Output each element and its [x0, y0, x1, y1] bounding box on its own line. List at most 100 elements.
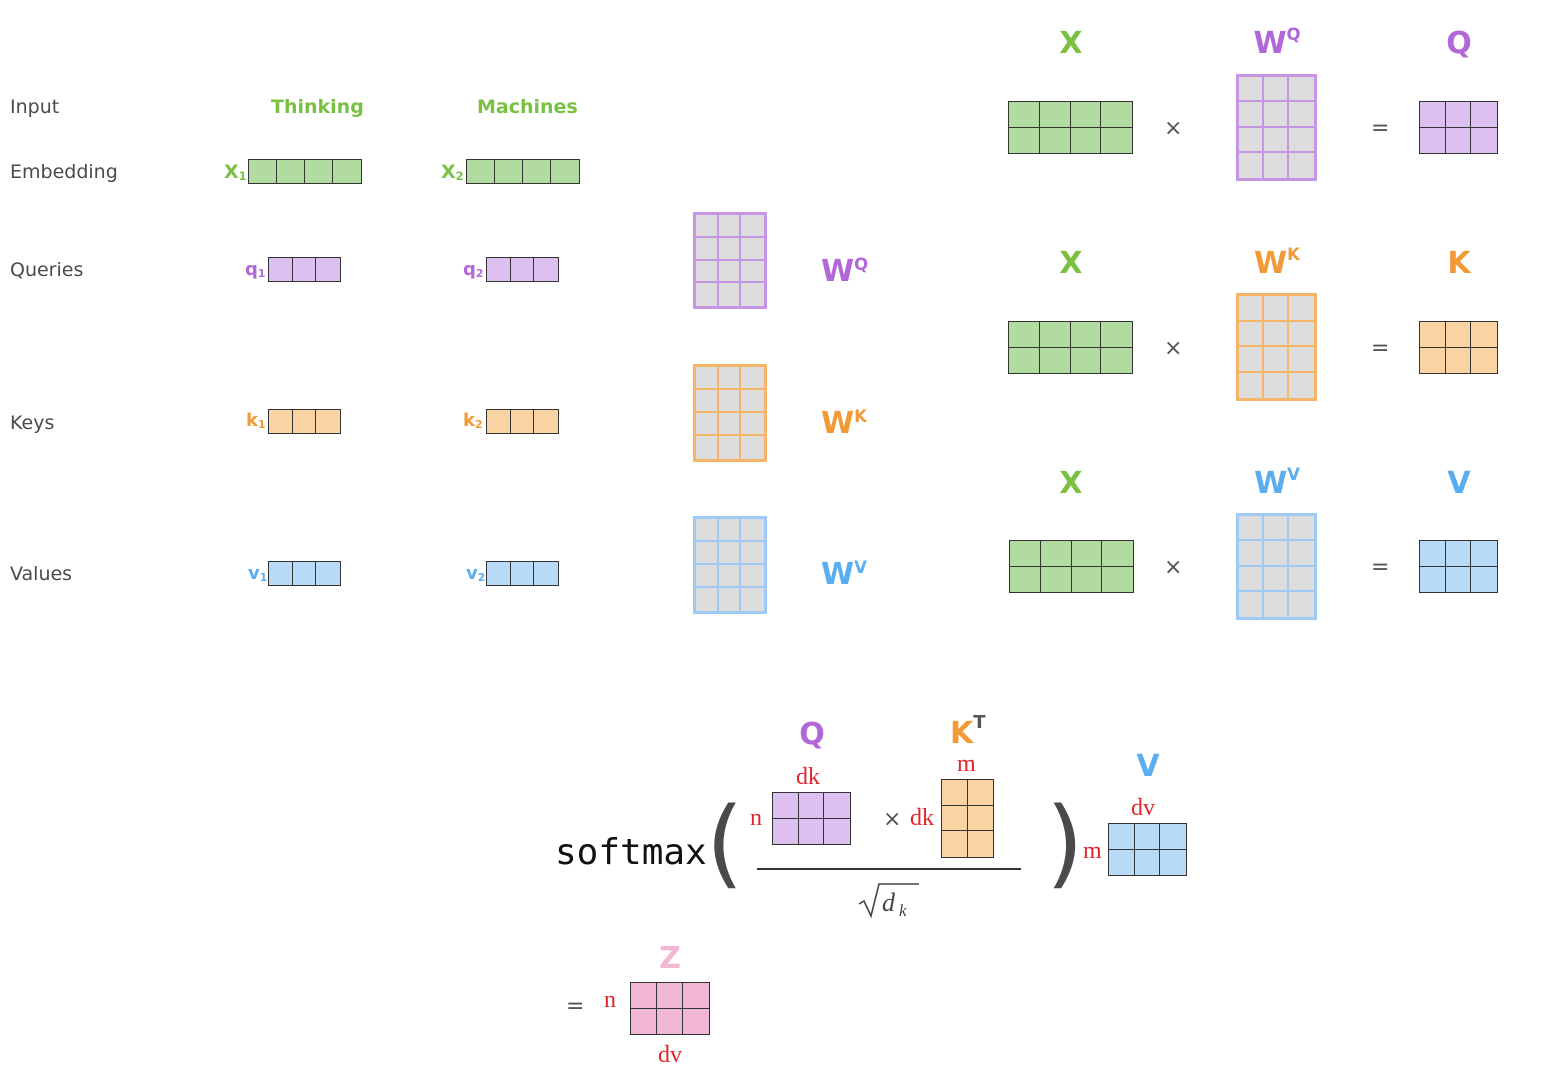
matrix-cell	[495, 160, 523, 183]
v2-label: v2	[466, 563, 486, 584]
matrix-cell	[1071, 541, 1103, 567]
matrix-cell	[1071, 347, 1102, 373]
matrix-cell	[1264, 127, 1289, 153]
matrix-cell	[1445, 102, 1472, 128]
formula-kt-m: m	[957, 751, 976, 777]
matrix-cell	[773, 818, 799, 844]
matrix-cell	[1289, 541, 1314, 567]
matrix-cell	[718, 565, 742, 588]
value-vector-v1	[268, 561, 341, 586]
formula-z-matrix	[630, 982, 710, 1035]
matrix-cell	[657, 1008, 683, 1034]
formula-v-title: V	[1136, 749, 1160, 784]
matrix-cell	[773, 793, 799, 819]
matrix-cell	[696, 260, 719, 284]
formula-kt-matrix	[941, 779, 994, 858]
eq-k-equals: =	[1371, 336, 1390, 361]
matrix-cell	[824, 819, 850, 845]
matrix-cell	[942, 831, 968, 857]
matrix-cell	[696, 436, 719, 459]
matrix-cell	[798, 793, 825, 819]
matrix-cell	[719, 283, 742, 306]
matrix-cell	[696, 215, 719, 238]
matrix-cell	[269, 410, 293, 433]
k2-label: k2	[463, 410, 483, 431]
matrix-cell	[1160, 824, 1186, 850]
matrix-cell	[1446, 566, 1472, 592]
matrix-cell	[1289, 153, 1314, 178]
matrix-cell	[1072, 566, 1103, 592]
matrix-cell	[1420, 322, 1446, 348]
matrix-cell	[1239, 77, 1264, 103]
matrix-cell	[1009, 127, 1040, 153]
matrix-cell	[1471, 102, 1497, 128]
row-label-input: Input	[10, 96, 60, 118]
sqrt-d: d	[882, 888, 896, 917]
eq-q-times: ×	[1164, 116, 1183, 141]
eq-k-result-title: K	[1447, 246, 1471, 281]
embedding-vector-x2	[466, 159, 580, 184]
matrix-cell	[534, 562, 558, 585]
matrix-cell	[1010, 541, 1041, 567]
matrix-cell	[1445, 541, 1472, 567]
matrix-cell	[316, 410, 340, 433]
formula-equals: =	[566, 994, 585, 1019]
matrix-cell	[293, 258, 317, 281]
matrix-cell	[1134, 824, 1161, 850]
matrix-cell	[1102, 567, 1133, 593]
matrix-cell	[1471, 322, 1497, 348]
matrix-cell	[1264, 541, 1289, 567]
matrix-cell	[696, 413, 719, 436]
matrix-cell	[1420, 566, 1446, 592]
x1-label: X1	[224, 161, 247, 183]
matrix-cell	[1040, 127, 1071, 153]
matrix-cell	[1471, 348, 1497, 374]
matrix-cell	[1009, 102, 1040, 128]
matrix-cell	[631, 1008, 657, 1034]
key-vector-k1	[268, 409, 341, 434]
input-word-thinking: Thinking	[271, 96, 364, 118]
matrix-cell	[1109, 849, 1135, 875]
formula-v-m: m	[1083, 838, 1102, 864]
matrix-cell	[696, 283, 719, 306]
matrix-cell	[799, 818, 825, 844]
input-word-machines: Machines	[477, 96, 578, 118]
formula-q-dk: dk	[796, 764, 820, 790]
matrix-cell	[1264, 321, 1289, 347]
formula-z-dv: dv	[658, 1042, 682, 1068]
matrix-cell	[741, 413, 764, 436]
k1-label: k1	[246, 410, 266, 431]
matrix-cell	[1160, 850, 1186, 876]
matrix-cell	[293, 562, 317, 585]
matrix-cell	[1239, 372, 1264, 398]
matrix-cell	[683, 1009, 709, 1035]
eq-q-w-title: WQ	[1253, 25, 1301, 61]
formula-kt-title: KT	[950, 712, 986, 751]
matrix-cell	[1239, 541, 1264, 567]
matrix-cell	[741, 367, 764, 390]
formula-q-matrix	[772, 792, 851, 845]
eq-v-x-matrix	[1009, 540, 1134, 593]
formula-z-n: n	[604, 987, 616, 1013]
matrix-cell	[333, 160, 361, 183]
matrix-cell	[1070, 102, 1102, 128]
matrix-cell	[487, 562, 511, 585]
matrix-cell	[696, 367, 719, 390]
matrix-cell	[1445, 322, 1472, 348]
matrix-cell	[942, 805, 968, 832]
matrix-cell	[824, 793, 850, 819]
matrix-cell	[1239, 127, 1264, 153]
matrix-cell	[511, 410, 535, 433]
matrix-cell	[1070, 322, 1102, 348]
matrix-cell	[719, 436, 742, 459]
matrix-cell	[1039, 102, 1071, 128]
matrix-cell	[1101, 128, 1132, 154]
matrix-cell	[1101, 348, 1132, 374]
eq-v-result-title: V	[1447, 466, 1471, 501]
weight-matrix-wk	[693, 364, 767, 462]
matrix-cell	[551, 160, 579, 183]
eq-q-result-matrix	[1419, 101, 1498, 154]
matrix-cell	[1040, 541, 1072, 567]
matrix-cell	[1289, 516, 1314, 542]
matrix-cell	[696, 237, 719, 261]
